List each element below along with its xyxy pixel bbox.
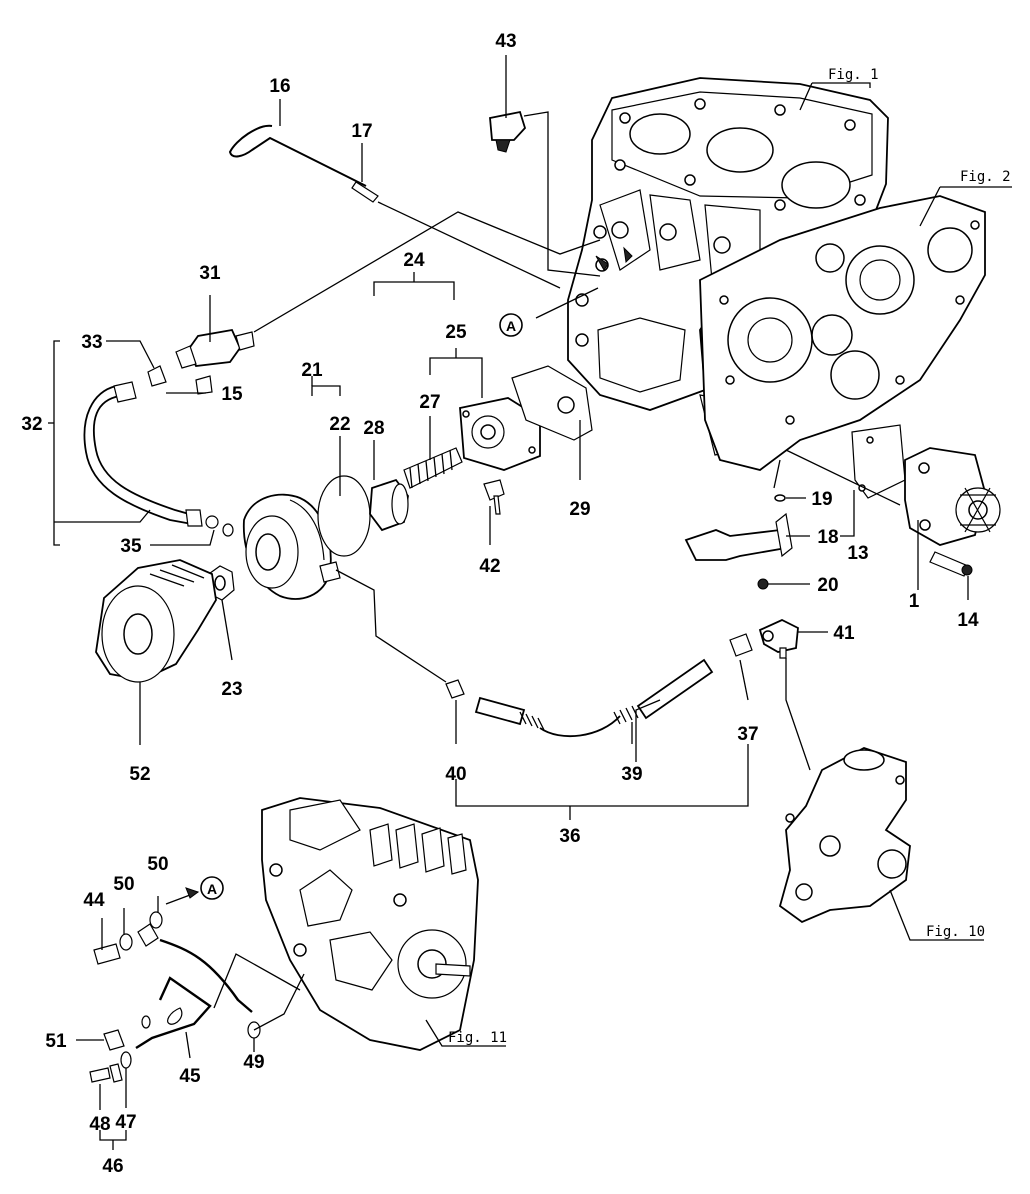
leader-lines [48, 55, 1012, 1150]
callout-15: 15 [221, 384, 243, 405]
callout-23: 23 [221, 679, 242, 700]
callout-31: 31 [199, 263, 221, 284]
callout-13: 13 [847, 543, 868, 564]
callout-19: 19 [811, 489, 832, 510]
callout-labels: 16 17 43 31 24 25 33 21 15 27 22 28 32 2… [21, 31, 979, 1177]
callout-37: 37 [737, 724, 758, 745]
marker-a-top: A [499, 313, 523, 337]
oil-hose-assembly [83, 328, 255, 529]
oil-filter [95, 559, 217, 683]
marker-a-top-label: A [506, 318, 516, 334]
fig-1-ref: Fig. 1 [828, 67, 879, 83]
callout-16: 16 [269, 76, 290, 97]
gear-case-plate [699, 195, 986, 471]
fig-10-ref: Fig. 10 [926, 924, 985, 940]
callout-47: 47 [115, 1112, 136, 1133]
callout-17: 17 [351, 121, 372, 142]
callout-41: 41 [833, 623, 855, 644]
figure-references: Fig. 1 Fig. 2 Fig. 10 Fig. 11 [448, 67, 1011, 1046]
callout-1: 1 [909, 591, 920, 612]
hose-assembly [445, 619, 799, 738]
callout-39: 39 [621, 764, 642, 785]
callout-40: 40 [445, 764, 466, 785]
callout-35: 35 [120, 536, 142, 557]
callout-46: 46 [102, 1156, 123, 1177]
callout-29: 29 [569, 499, 590, 520]
oil-strainer [684, 494, 793, 590]
oil-pump [851, 424, 1001, 577]
marker-a-bottom: A [200, 876, 224, 900]
callout-21: 21 [301, 360, 323, 381]
callout-43: 43 [495, 31, 516, 52]
callout-18: 18 [817, 527, 838, 548]
marker-a-bottom-label: A [207, 881, 217, 897]
callout-42: 42 [479, 556, 500, 577]
callout-14: 14 [957, 610, 979, 631]
callout-50-left: 50 [113, 874, 134, 895]
callout-48: 48 [89, 1114, 110, 1135]
fig-2-ref: Fig. 2 [960, 169, 1011, 185]
callout-24: 24 [403, 250, 425, 271]
callout-44: 44 [83, 890, 105, 911]
fuel-injection-pump [261, 797, 479, 1051]
water-pump [778, 747, 911, 924]
callout-52: 52 [129, 764, 150, 785]
callout-28: 28 [363, 418, 384, 439]
callout-50-right: 50 [147, 854, 168, 875]
callout-51: 51 [45, 1031, 67, 1052]
callout-33: 33 [81, 332, 102, 353]
dipstick [228, 124, 379, 203]
oil-cooler [205, 475, 371, 601]
callout-32: 32 [21, 414, 42, 435]
oil-pressure-switch [489, 110, 527, 153]
callout-22: 22 [329, 414, 350, 435]
injection-pump-oil-pipe [89, 911, 261, 1083]
fig-11-ref: Fig. 11 [448, 1030, 507, 1046]
callout-49: 49 [243, 1052, 264, 1073]
callout-45: 45 [179, 1066, 201, 1087]
callout-27: 27 [419, 392, 440, 413]
callout-25: 25 [445, 322, 467, 343]
callout-36: 36 [559, 826, 580, 847]
callout-20: 20 [817, 575, 838, 596]
oil-cooler-cover-parts [369, 365, 593, 532]
